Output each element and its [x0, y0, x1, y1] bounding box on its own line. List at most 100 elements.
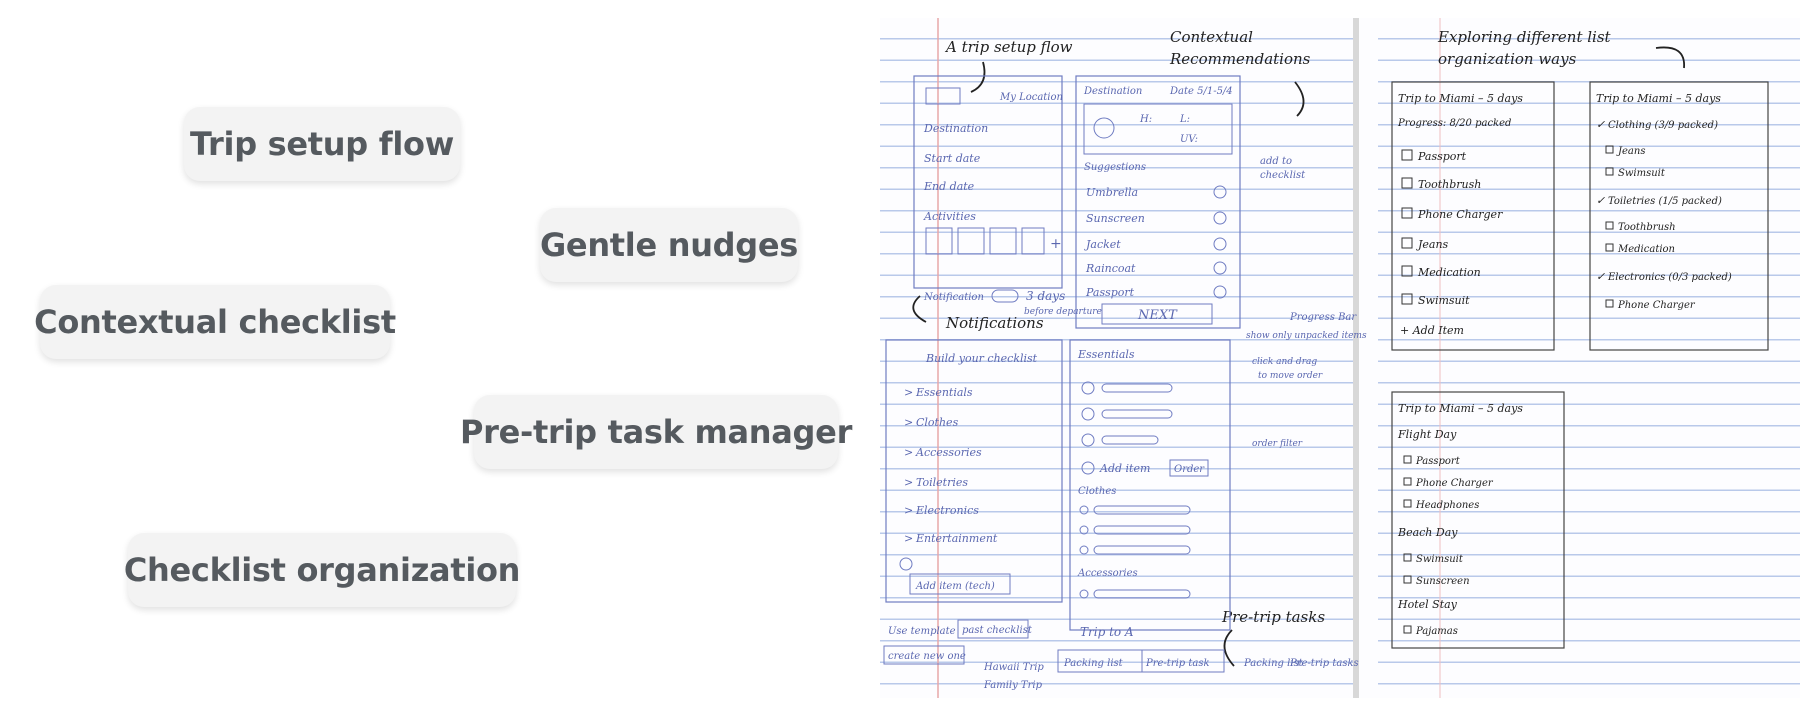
svg-text:✓: ✓ [1596, 194, 1606, 207]
svg-text:Hotel Stay: Hotel Stay [1397, 598, 1458, 611]
svg-text:Sunscreen: Sunscreen [1416, 576, 1470, 587]
svg-text:Pre-trip tasks: Pre-trip tasks [1289, 658, 1359, 669]
svg-text:Entertainment: Entertainment [915, 532, 998, 545]
arrow-icon [1655, 46, 1685, 69]
svg-text:checklist: checklist [1260, 170, 1306, 181]
svg-text:click and drag: click and drag [1252, 357, 1317, 367]
svg-text:Progress Bar: Progress Bar [1289, 312, 1357, 323]
annotation-exploring-1: Exploring different list [1437, 28, 1612, 46]
svg-text:Medication: Medication [1617, 244, 1675, 255]
svg-text:Electronics (0/3 packed): Electronics (0/3 packed) [1607, 272, 1732, 283]
svg-text:add to: add to [1260, 156, 1292, 167]
svg-text:>: > [904, 446, 913, 459]
annotation-contextual-2: Recommendations [1169, 50, 1311, 68]
svg-text:Clothing (3/9 packed): Clothing (3/9 packed) [1608, 120, 1718, 131]
svg-text:Hawaii Trip: Hawaii Trip [983, 662, 1044, 673]
svg-text:✓: ✓ [1596, 118, 1606, 131]
annotation-exploring-2: organization ways [1438, 50, 1577, 68]
svg-text:Umbrella: Umbrella [1086, 186, 1138, 199]
svg-text:Beach Day: Beach Day [1397, 526, 1458, 539]
arrow-icon [1223, 629, 1235, 667]
svg-text:Date 5/1-5/4: Date 5/1-5/4 [1169, 86, 1233, 97]
arrow-icon [970, 61, 986, 93]
svg-text:Sunscreen: Sunscreen [1086, 212, 1145, 225]
svg-text:>: > [904, 532, 913, 545]
svg-text:Trip to Miami – 5 days: Trip to Miami – 5 days [1398, 92, 1523, 105]
svg-text:Accessories: Accessories [915, 446, 982, 459]
svg-text:NEXT: NEXT [1137, 308, 1178, 323]
svg-text:UV:: UV: [1180, 134, 1198, 145]
svg-text:Destination: Destination [923, 122, 988, 135]
svg-text:past checklist: past checklist [962, 625, 1033, 636]
svg-text:Pre-trip task: Pre-trip task [1145, 658, 1210, 669]
svg-text:before departure: before departure [1024, 307, 1102, 317]
svg-text:Toothbrush: Toothbrush [1618, 222, 1676, 233]
notebook-page-left [880, 18, 1356, 698]
svg-text:Clothes: Clothes [1078, 486, 1116, 497]
svg-text:to move order: to move order [1258, 371, 1323, 381]
chip-trip-setup-flow: Trip setup flow [184, 107, 460, 181]
svg-text:Pajamas: Pajamas [1415, 626, 1458, 637]
svg-text:Passport: Passport [1415, 456, 1461, 467]
svg-text:Flight Day: Flight Day [1397, 428, 1457, 441]
svg-text:Destination: Destination [1083, 86, 1142, 97]
svg-text:Jacket: Jacket [1084, 238, 1121, 251]
svg-text:Raincoat: Raincoat [1085, 262, 1136, 275]
chip-pre-trip-task-manager: Pre-trip task manager [460, 395, 852, 469]
svg-text:Phone Charger: Phone Charger [1617, 300, 1696, 311]
svg-text:Swimsuit: Swimsuit [1416, 554, 1464, 565]
svg-text:Toiletries (1/5 packed): Toiletries (1/5 packed) [1608, 196, 1722, 207]
svg-text:Passport: Passport [1417, 150, 1467, 163]
notebook-page-right [1378, 18, 1800, 698]
svg-text:Trip to Miami – 5 days: Trip to Miami – 5 days [1596, 92, 1721, 105]
svg-text:Family Trip: Family Trip [983, 680, 1043, 691]
svg-text:Start date: Start date [924, 152, 981, 165]
annotation-pre-trip-tasks: Pre-trip tasks [1221, 608, 1325, 626]
svg-text:Accessories: Accessories [1077, 568, 1138, 579]
svg-text:Electronics: Electronics [915, 504, 979, 517]
svg-text:Phone Charger: Phone Charger [1417, 208, 1503, 221]
svg-text:Trip to Miami – 5 days: Trip to Miami – 5 days [1398, 402, 1523, 415]
svg-text:+ Add Item: + Add Item [1400, 324, 1464, 337]
svg-text:Trip to A: Trip to A [1080, 625, 1134, 639]
svg-text:Toiletries: Toiletries [916, 476, 968, 489]
svg-text:3 days: 3 days [1026, 289, 1065, 303]
svg-text:Suggestions: Suggestions [1084, 162, 1146, 173]
chip-checklist-organization: Checklist organization [124, 533, 520, 607]
svg-text:Essentials: Essentials [1077, 348, 1135, 361]
svg-text:create new one: create new one [888, 651, 966, 662]
svg-text:Swimsuit: Swimsuit [1418, 294, 1470, 307]
svg-text:H:: H: [1139, 114, 1152, 125]
svg-text:L:: L: [1179, 114, 1190, 125]
svg-text:Medication: Medication [1417, 266, 1481, 279]
svg-text:Order: Order [1174, 464, 1205, 475]
svg-text:Packing list: Packing list [1063, 658, 1124, 669]
svg-text:Headphones: Headphones [1415, 500, 1479, 511]
svg-text:order filter: order filter [1252, 439, 1303, 449]
svg-text:>: > [904, 476, 913, 489]
svg-text:+: + [1050, 236, 1062, 252]
svg-text:My Location: My Location [999, 92, 1063, 103]
svg-text:Activities: Activities [923, 210, 976, 223]
annotation-trip-setup-flow: A trip setup flow [944, 38, 1073, 56]
svg-text:Essentials: Essentials [915, 386, 973, 399]
annotation-notifications: Notifications [945, 314, 1044, 332]
svg-text:Clothes: Clothes [916, 416, 959, 429]
svg-text:Packing list: Packing list [1243, 658, 1304, 669]
sketch-photo: A trip setup flow Contextual Recommendat… [880, 18, 1800, 698]
annotation-contextual-1: Contextual [1170, 28, 1253, 46]
svg-text:Progress: 8/20 packed: Progress: 8/20 packed [1397, 118, 1511, 129]
arrow-icon [1294, 81, 1305, 117]
svg-text:Jeans: Jeans [1616, 146, 1645, 157]
chip-contextual-checklist: Contextual checklist [34, 285, 396, 359]
svg-text:Jeans: Jeans [1416, 238, 1449, 251]
svg-text:Notification: Notification [923, 292, 984, 303]
svg-text:Toothbrush: Toothbrush [1418, 178, 1481, 191]
svg-text:Swimsuit: Swimsuit [1618, 168, 1666, 179]
svg-text:show only unpacked items: show only unpacked items [1246, 331, 1367, 341]
svg-text:Add item (tech): Add item (tech) [915, 581, 995, 592]
svg-text:End date: End date [923, 180, 975, 193]
arrow-icon [912, 295, 927, 323]
svg-text:>: > [904, 504, 913, 517]
svg-text:>: > [904, 416, 913, 429]
